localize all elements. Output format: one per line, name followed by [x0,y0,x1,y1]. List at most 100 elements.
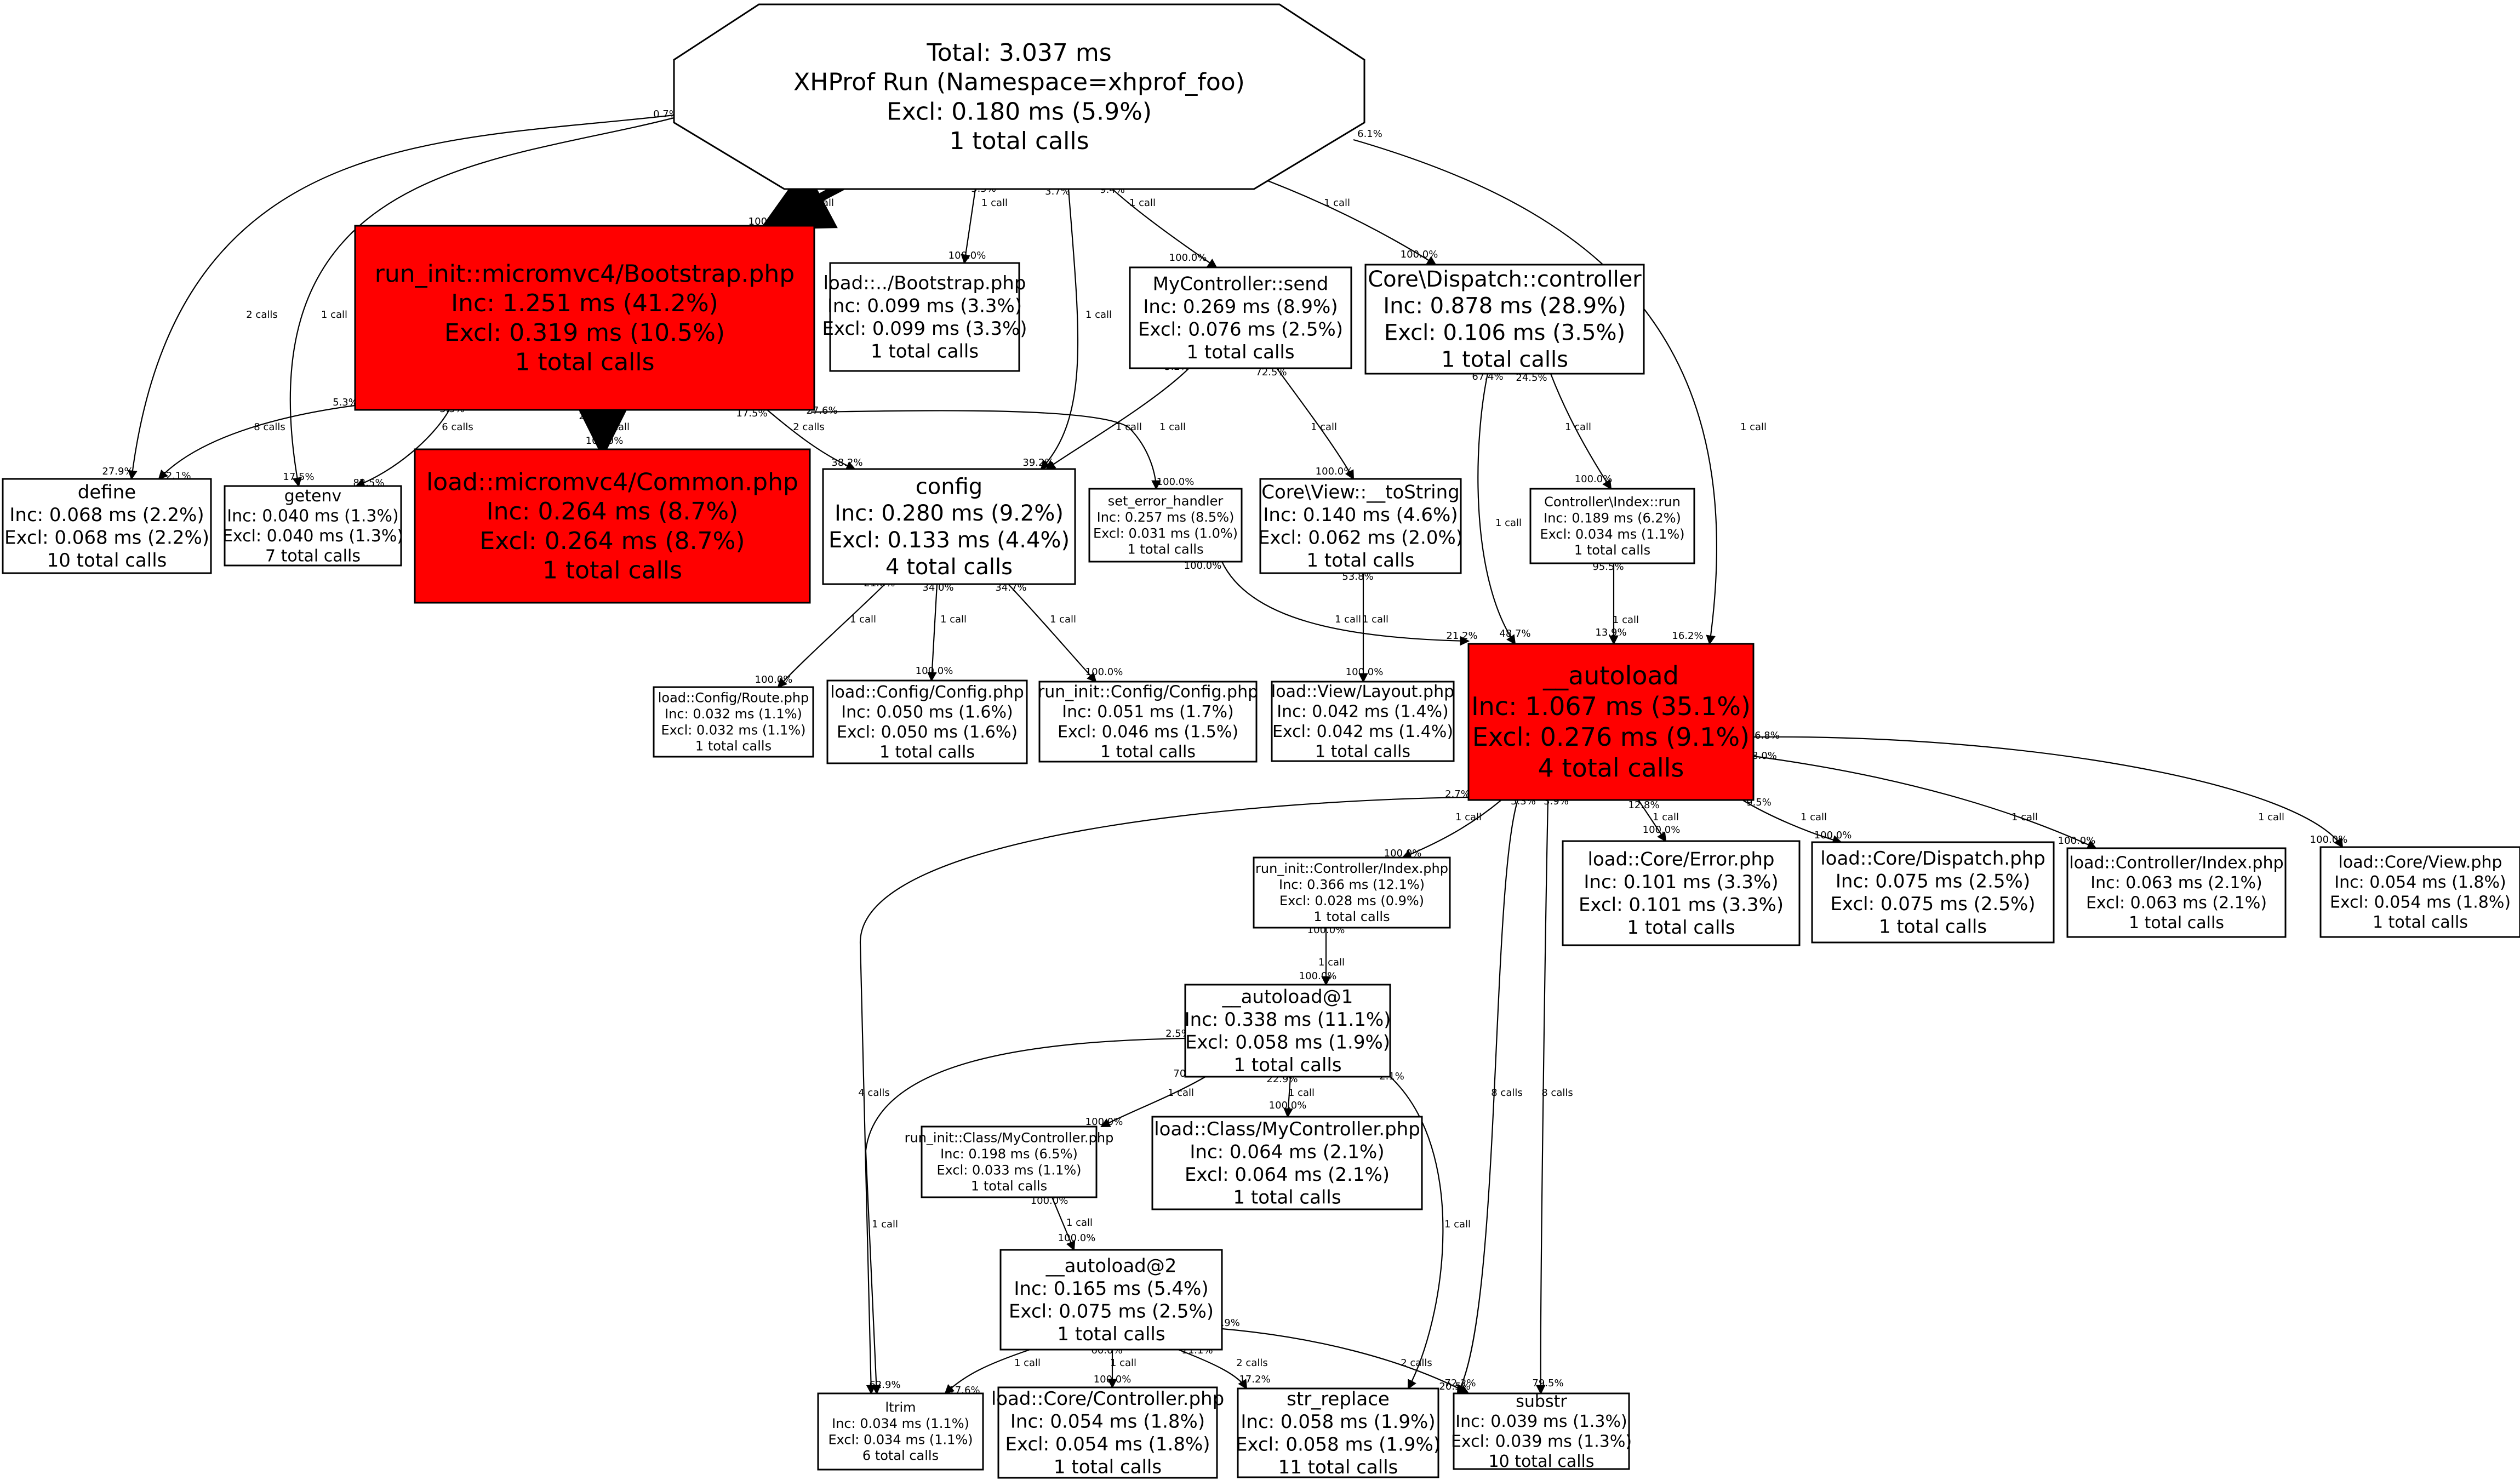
edge-target-percent: 39.2% [1022,457,1054,468]
node-shape [999,1249,1223,1351]
edge-target-percent: 100.0% [2058,835,2096,847]
edge-calls-label: 1 call [1495,517,1522,529]
node-title: load::micromvc4/Common.php [426,468,798,496]
node-title: __autoload@1 [1222,986,1353,1008]
edge-line [1401,799,1502,859]
node-inclusive: Inc: 0.101 ms (3.3%) [1584,871,1778,893]
node-inclusive: Inc: 0.878 ms (28.9%) [1383,294,1626,319]
node-title: MyController::send [1153,273,1329,295]
node-shape [1811,841,2055,944]
edge-calls-label: 1 call [1362,614,1388,625]
node-inclusive: Inc: 0.040 ms (1.3%) [227,506,398,525]
edge-calls-label: 2 calls [793,421,824,433]
edge-target-percent: 100.0% [2310,834,2348,845]
node-shape [653,686,814,758]
node-shape [2319,846,2520,938]
node-call-count: 1 total calls [1627,917,1735,939]
node-title: config [916,474,982,499]
edge-target-percent: 100.0% [1169,252,1207,264]
node-title: load::Config/Route.php [658,690,809,706]
node-inclusive: Inc: 0.366 ms (12.1%) [1279,877,1425,893]
edge-calls-label: 1 call [940,614,967,625]
edge-target-percent: 27.9% [102,466,133,477]
node-exclusive: Excl: 0.039 ms (1.3%) [1451,1432,1632,1452]
node-shape [1259,478,1462,574]
node-exclusive: Excl: 0.101 ms (3.3%) [1579,894,1784,916]
node-title: set_error_handler [1108,494,1224,509]
edge-calls-label: 1 call [1159,421,1186,433]
node-call-count: 1 total calls [1233,1186,1341,1208]
node-exclusive: Excl: 0.076 ms (2.5%) [1138,318,1343,340]
node-inclusive: Inc: 0.063 ms (2.1%) [2090,873,2262,893]
node-exclusive: Excl: 0.031 ms (1.0%) [1093,525,1238,541]
node-title: load::Config/Config.php [830,683,1024,702]
edge-line [1051,1197,1076,1252]
edge-line [1100,1076,1206,1128]
edge-line [128,114,675,481]
node-call-count: 6 total calls [862,1448,939,1464]
node-call-count: 1 total calls [2373,913,2468,932]
edge-autoload2-to-str_replace: 2 calls11.1%17.2% [1178,1345,1271,1390]
node-exclusive: Excl: 0.033 ms (1.1%) [936,1162,1081,1178]
edge-line [961,188,976,265]
node-inclusive: Inc: 0.264 ms (8.7%) [487,498,739,525]
node-shape [1038,681,1258,763]
edge-target-percent: 20.5% [1439,1381,1470,1392]
edge-target-percent: 100.0% [1643,824,1681,836]
edge-calls-label: 1 call [1085,309,1112,321]
edge-line [927,584,938,682]
edge-source-percent: 2.5% [1165,1028,1191,1039]
edge-line [1112,188,1218,268]
edge-target-percent: 16.2% [1672,630,1703,642]
edge-target-percent: 100.0% [755,674,793,685]
node-title: load::Core/View.php [2339,853,2502,872]
edge-source-percent: 72.5% [1255,367,1287,378]
edge-calls-label: 4 calls [858,1087,889,1099]
node-call-count: 1 total calls [1233,1054,1341,1076]
node-call-count: 1 total calls [1054,1456,1162,1478]
node-title: run_init::micromvc4/Bootstrap.php [375,260,795,288]
node-call-count: 1 total calls [879,743,975,762]
edge-calls-label: 1 call [1110,1357,1136,1369]
edge-line [1535,799,1549,1395]
node-call-count: 1 total calls [1313,909,1390,924]
